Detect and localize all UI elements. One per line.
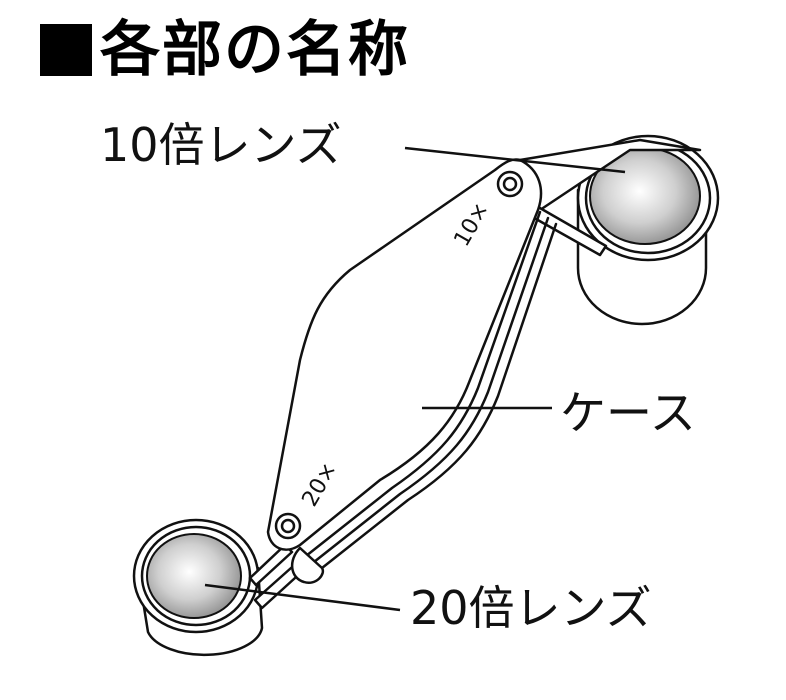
- label-lens-20x: 20倍レンズ: [410, 581, 652, 635]
- case-rail-outer: [304, 210, 542, 558]
- label-lens-10x: 10倍レンズ: [100, 118, 342, 172]
- case-rail-middle: [312, 216, 550, 564]
- section-heading: 各部の名称: [40, 10, 410, 90]
- heading-title: 各部の名称: [100, 15, 410, 85]
- lens-20x-arm-upper: [248, 543, 294, 587]
- lens-20x-glass: [146, 533, 242, 619]
- lens-10x-assembly: [576, 134, 720, 326]
- lens-20x-assembly: [132, 518, 264, 657]
- rivet-top: [496, 170, 524, 198]
- leader-line-10x: [404, 146, 626, 174]
- label-case: ケース: [560, 386, 696, 440]
- case-body: [266, 158, 543, 551]
- leader-line-20x: [204, 583, 401, 612]
- case-rail-inner: [320, 222, 558, 570]
- case-rail-end: [291, 546, 325, 585]
- heading-square-icon: [40, 24, 92, 76]
- rivet-bottom: [274, 512, 302, 540]
